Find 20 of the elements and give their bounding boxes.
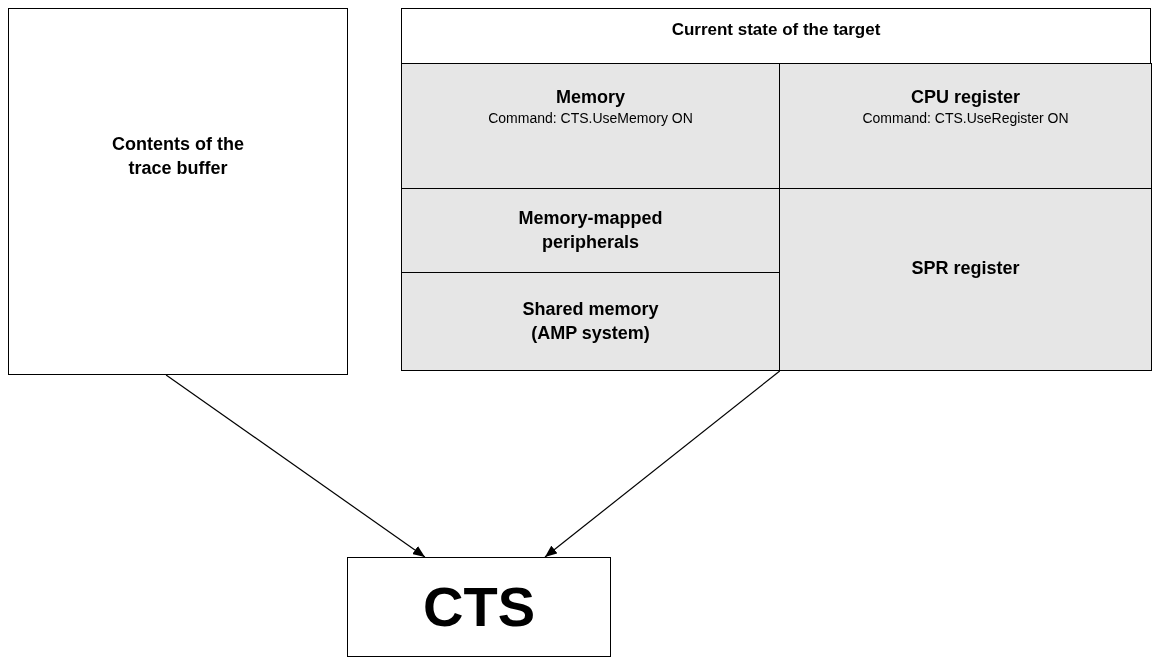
cell: [779, 63, 1152, 189]
box: [347, 557, 611, 657]
arrow: [544, 370, 781, 558]
arrow: [165, 374, 426, 558]
box-title: Shared memory (AMP system): [521, 298, 660, 345]
box-title: Memory: [556, 86, 625, 109]
box-title: CTS: [423, 573, 535, 640]
box: [401, 8, 1151, 371]
box-title: Memory-mapped peripherals: [517, 207, 664, 254]
box-title: Contents of the trace buffer: [111, 133, 245, 180]
cell: [401, 272, 780, 371]
cell: [401, 188, 780, 273]
box-title: Current state of the target: [671, 19, 881, 41]
box-title: SPR register: [911, 257, 1020, 280]
command-text: Command: CTS.UseRegister ON: [862, 109, 1069, 128]
box-title: CPU register: [910, 86, 1020, 109]
box: [8, 8, 348, 375]
cell: [401, 63, 780, 189]
cell: [779, 188, 1152, 371]
command-text: Command: CTS.UseMemory ON: [488, 109, 693, 128]
